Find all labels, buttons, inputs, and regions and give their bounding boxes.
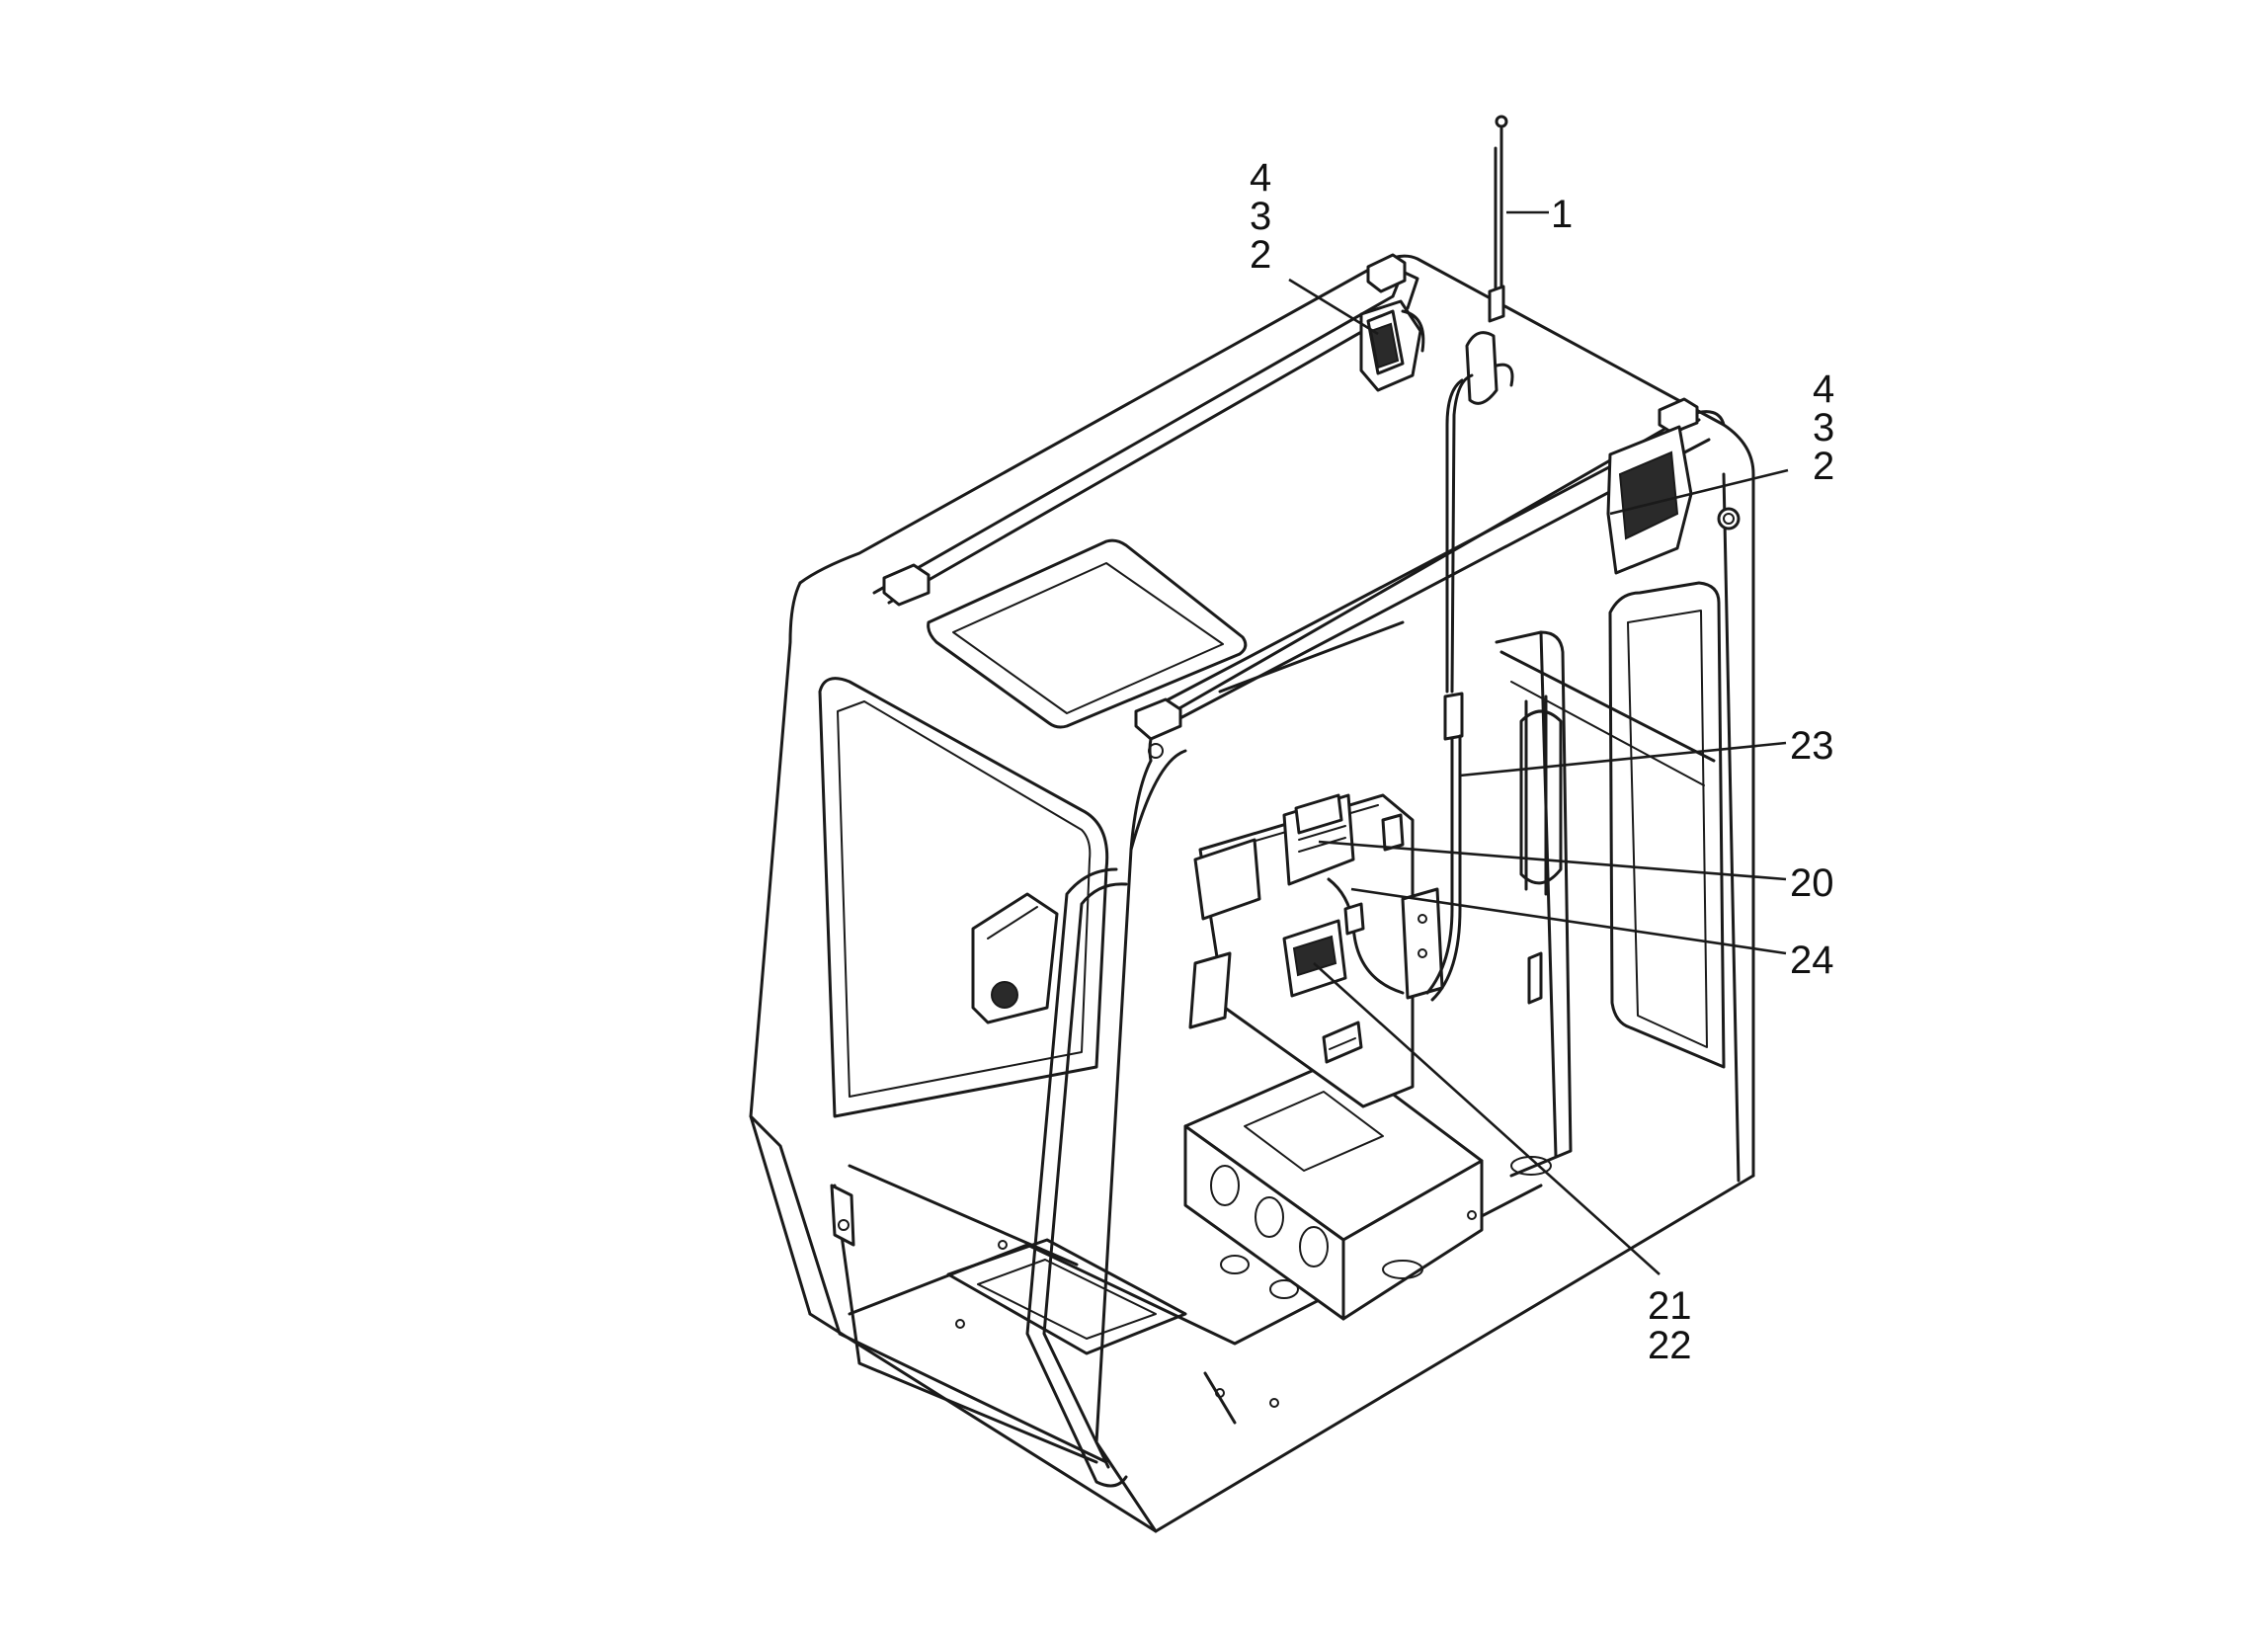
leader-21-22 xyxy=(1313,962,1660,1275)
leader-20 xyxy=(1318,840,1787,881)
callout-left-speaker-2: 2 xyxy=(1250,233,1271,277)
right-speaker xyxy=(1606,425,1741,575)
callout-right-speaker-3: 3 xyxy=(1813,406,1834,450)
callout-labels: 1 4 3 2 4 3 2 23 20 24 21 22 xyxy=(1250,156,1834,1367)
callout-left-speaker-4: 4 xyxy=(1250,156,1271,200)
cab-frame xyxy=(749,253,1755,1533)
callout-24: 24 xyxy=(1790,939,1834,982)
callout-left-speaker-3: 3 xyxy=(1250,195,1271,238)
leader-right-speaker xyxy=(1609,468,1789,516)
left-speaker xyxy=(1359,299,1425,392)
callout-23: 23 xyxy=(1790,724,1834,768)
leader-left-speaker xyxy=(1288,278,1379,336)
side-speaker-box xyxy=(971,892,1059,1024)
callout-right-speaker-2: 2 xyxy=(1813,445,1834,488)
callout-20: 20 xyxy=(1790,861,1834,905)
callout-1: 1 xyxy=(1551,193,1573,236)
connector-cable xyxy=(1327,877,1405,995)
floor-console xyxy=(1183,1055,1552,1321)
radio-unit xyxy=(1282,793,1405,886)
leader-23 xyxy=(1459,741,1787,777)
antenna xyxy=(1445,115,1514,694)
leader-lines xyxy=(1288,210,1789,1275)
callout-21: 21 xyxy=(1648,1284,1692,1328)
callout-right-speaker-4: 4 xyxy=(1813,368,1834,411)
leader-24 xyxy=(1350,887,1787,955)
callout-22: 22 xyxy=(1648,1324,1692,1367)
antenna-cable xyxy=(1425,692,1464,1002)
